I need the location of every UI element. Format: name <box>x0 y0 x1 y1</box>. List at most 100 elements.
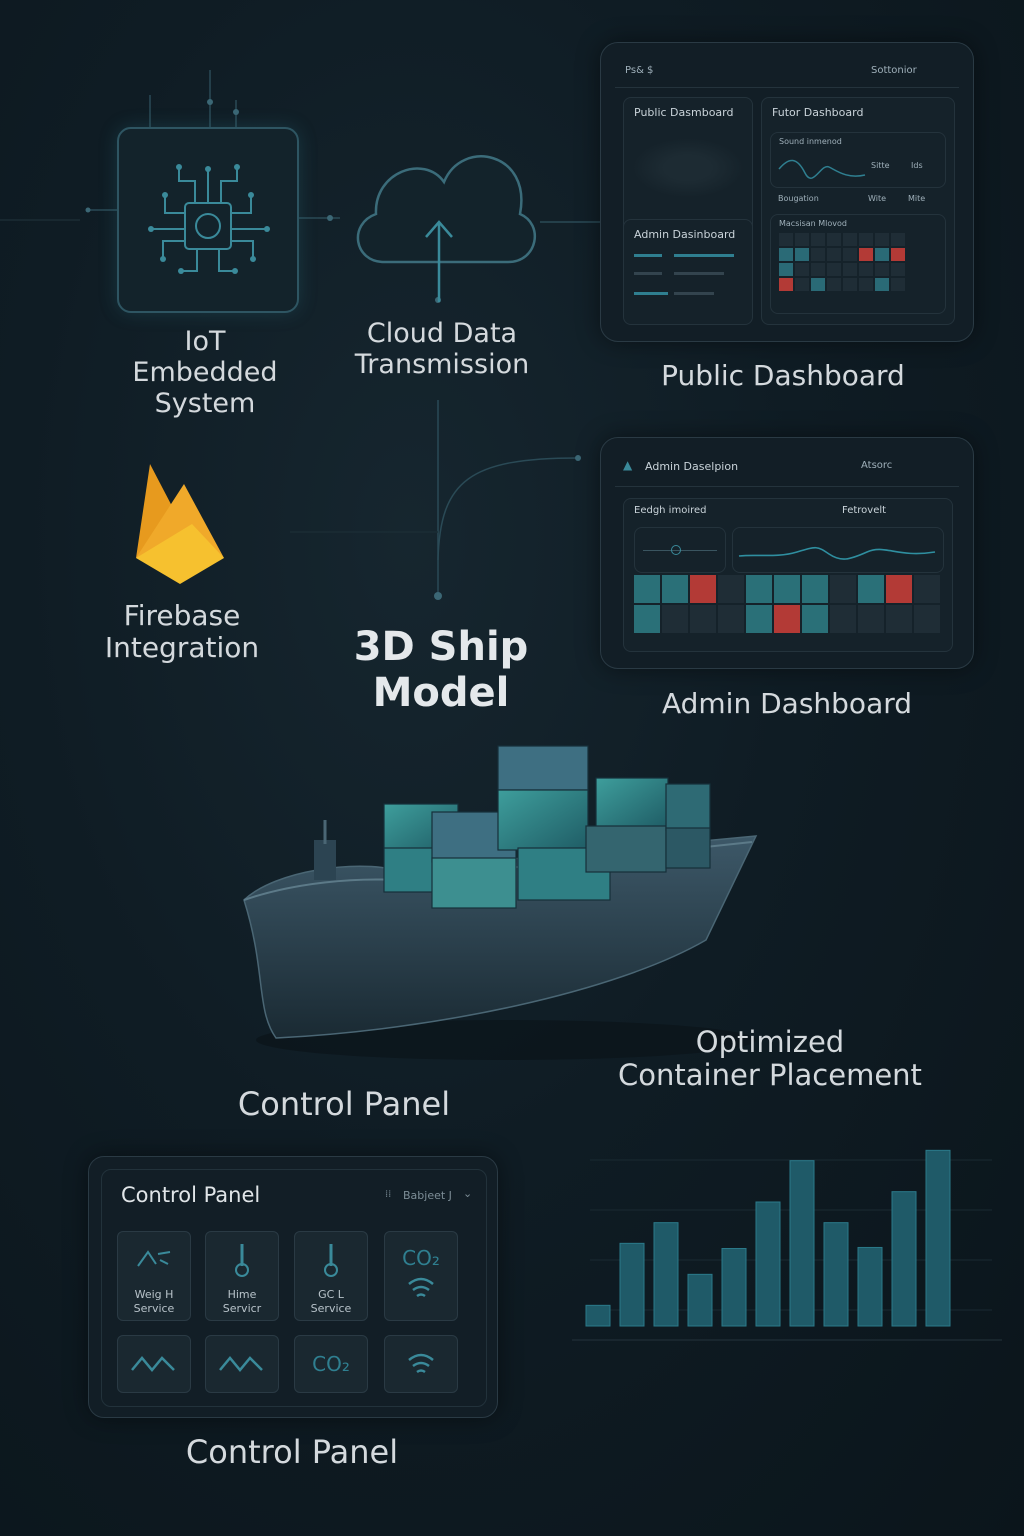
heatmap-cell <box>843 278 857 291</box>
heatmap-cell <box>802 605 828 633</box>
heatmap-cell <box>774 575 800 603</box>
bougation-val-2: Mite <box>908 194 926 203</box>
thermometer-icon <box>235 1244 249 1277</box>
circuit-chip-icon <box>148 164 270 274</box>
wifi-tile[interactable] <box>384 1335 458 1393</box>
mini-bar <box>634 272 662 275</box>
heatmap-cell <box>830 575 856 603</box>
heatmap-cell <box>634 575 660 603</box>
bar-9 <box>857 1246 883 1327</box>
heatmap-cell <box>827 278 841 291</box>
bar-7 <box>789 1160 815 1327</box>
bar-3 <box>653 1222 679 1327</box>
admin-heatmap <box>634 575 940 633</box>
heatmap-cell <box>891 248 905 261</box>
topbar-divider <box>615 87 959 88</box>
futor-panel: Futor Dashboard Sound inmenod Sitte Ids … <box>761 97 955 325</box>
bougation-val-1: Wite <box>868 194 887 203</box>
heatmap-cell <box>795 263 809 276</box>
cloud-upload-icon <box>356 155 537 302</box>
heatmap-cell <box>811 248 825 261</box>
mini-bar <box>634 254 662 257</box>
topbar-left-text: Ps& $ <box>625 65 654 76</box>
bar-1 <box>585 1304 611 1327</box>
iot-chip-box <box>117 127 299 313</box>
bar-11 <box>925 1149 951 1327</box>
bar-6 <box>755 1201 781 1327</box>
heatmap-cell <box>779 248 793 261</box>
admin-sub-left: Eedgh imoired <box>634 505 707 516</box>
heatmap-cell <box>634 605 660 633</box>
sound-line-chart <box>778 159 866 179</box>
co2-text: CO₂ <box>312 1352 350 1376</box>
co2-text: CO₂ <box>402 1246 440 1270</box>
heatmap-cell <box>875 278 889 291</box>
heatmap-cell <box>843 263 857 276</box>
heatmap-cell <box>795 278 809 291</box>
world-map-icon <box>632 138 744 198</box>
dropdown-icon: ⁞⁞ <box>385 1189 392 1200</box>
heatmap-cell <box>827 233 841 246</box>
heatmap-cell <box>779 263 793 276</box>
heatmap-cell <box>690 575 716 603</box>
control-panel-inner <box>101 1169 487 1407</box>
control-panel-bottom-label: Control Panel <box>185 1433 399 1471</box>
wave-tile-2[interactable] <box>205 1335 279 1393</box>
wave-icon <box>131 1356 175 1372</box>
admin-sub-right: Fetrovelt <box>842 505 887 516</box>
thermometer-icon <box>324 1244 338 1277</box>
bougation-label: Bougation <box>778 194 819 203</box>
heatmap-title: Macsisan Mlovod <box>779 219 848 228</box>
heatmap-cell <box>811 233 825 246</box>
heatmap-cell <box>690 605 716 633</box>
mini-bar <box>674 272 724 275</box>
co2-tile-2[interactable]: CO₂ <box>294 1335 368 1393</box>
wave-icon <box>219 1356 263 1372</box>
heatmap-cell <box>843 233 857 246</box>
heatmap-cell <box>891 263 905 276</box>
bar-4 <box>687 1273 713 1327</box>
sound-chart-card: Sound inmenod Sitte Ids <box>770 132 946 188</box>
subject-dropdown[interactable]: Babjeet J <box>403 1189 452 1202</box>
admin-dashboard-label: Admin Dashboard <box>661 687 913 720</box>
heatmap-cell <box>914 575 940 603</box>
sound-val-1: Sitte <box>871 161 890 170</box>
heatmap-cell <box>718 575 744 603</box>
admin-line-chart-card <box>732 527 944 573</box>
heatmap-card: Macsisan Mlovod <box>770 214 946 314</box>
heatmap-cell <box>746 605 772 633</box>
heatmap-cell <box>802 575 828 603</box>
admin-topbar-divider <box>615 486 959 487</box>
admin-mini-title: Admin Dasinboard <box>634 228 736 241</box>
sound-val-2: Ids <box>911 161 923 170</box>
heatmap-cell <box>795 233 809 246</box>
chevron-down-icon[interactable]: ⌄ <box>463 1187 473 1200</box>
heatmap-cell <box>746 575 772 603</box>
heatmap-cell <box>811 278 825 291</box>
wave-icon <box>137 1250 171 1267</box>
admin-line-chart <box>738 546 936 560</box>
heatmap-cell <box>886 575 912 603</box>
mini-bar <box>634 292 668 295</box>
heatmap-cell <box>914 605 940 633</box>
heatmap-cell <box>843 248 857 261</box>
public-dashboard-mockup: Ps& $ Sottonior Public Dasmboard Admin D… <box>600 42 974 342</box>
admin-inner-panel: Eedgh imoired Fetrovelt <box>623 498 953 652</box>
heatmap-cell <box>859 248 873 261</box>
wave-tile[interactable] <box>117 1335 191 1393</box>
wifi-icon <box>408 1277 434 1298</box>
slider-knob <box>671 545 681 555</box>
control-panel-title: Control Panel <box>121 1183 261 1207</box>
firebase-flame-icon <box>136 464 224 584</box>
heatmap-cell <box>662 605 688 633</box>
co2-tile[interactable]: CO₂ <box>384 1231 458 1321</box>
heatmap-cell <box>827 248 841 261</box>
